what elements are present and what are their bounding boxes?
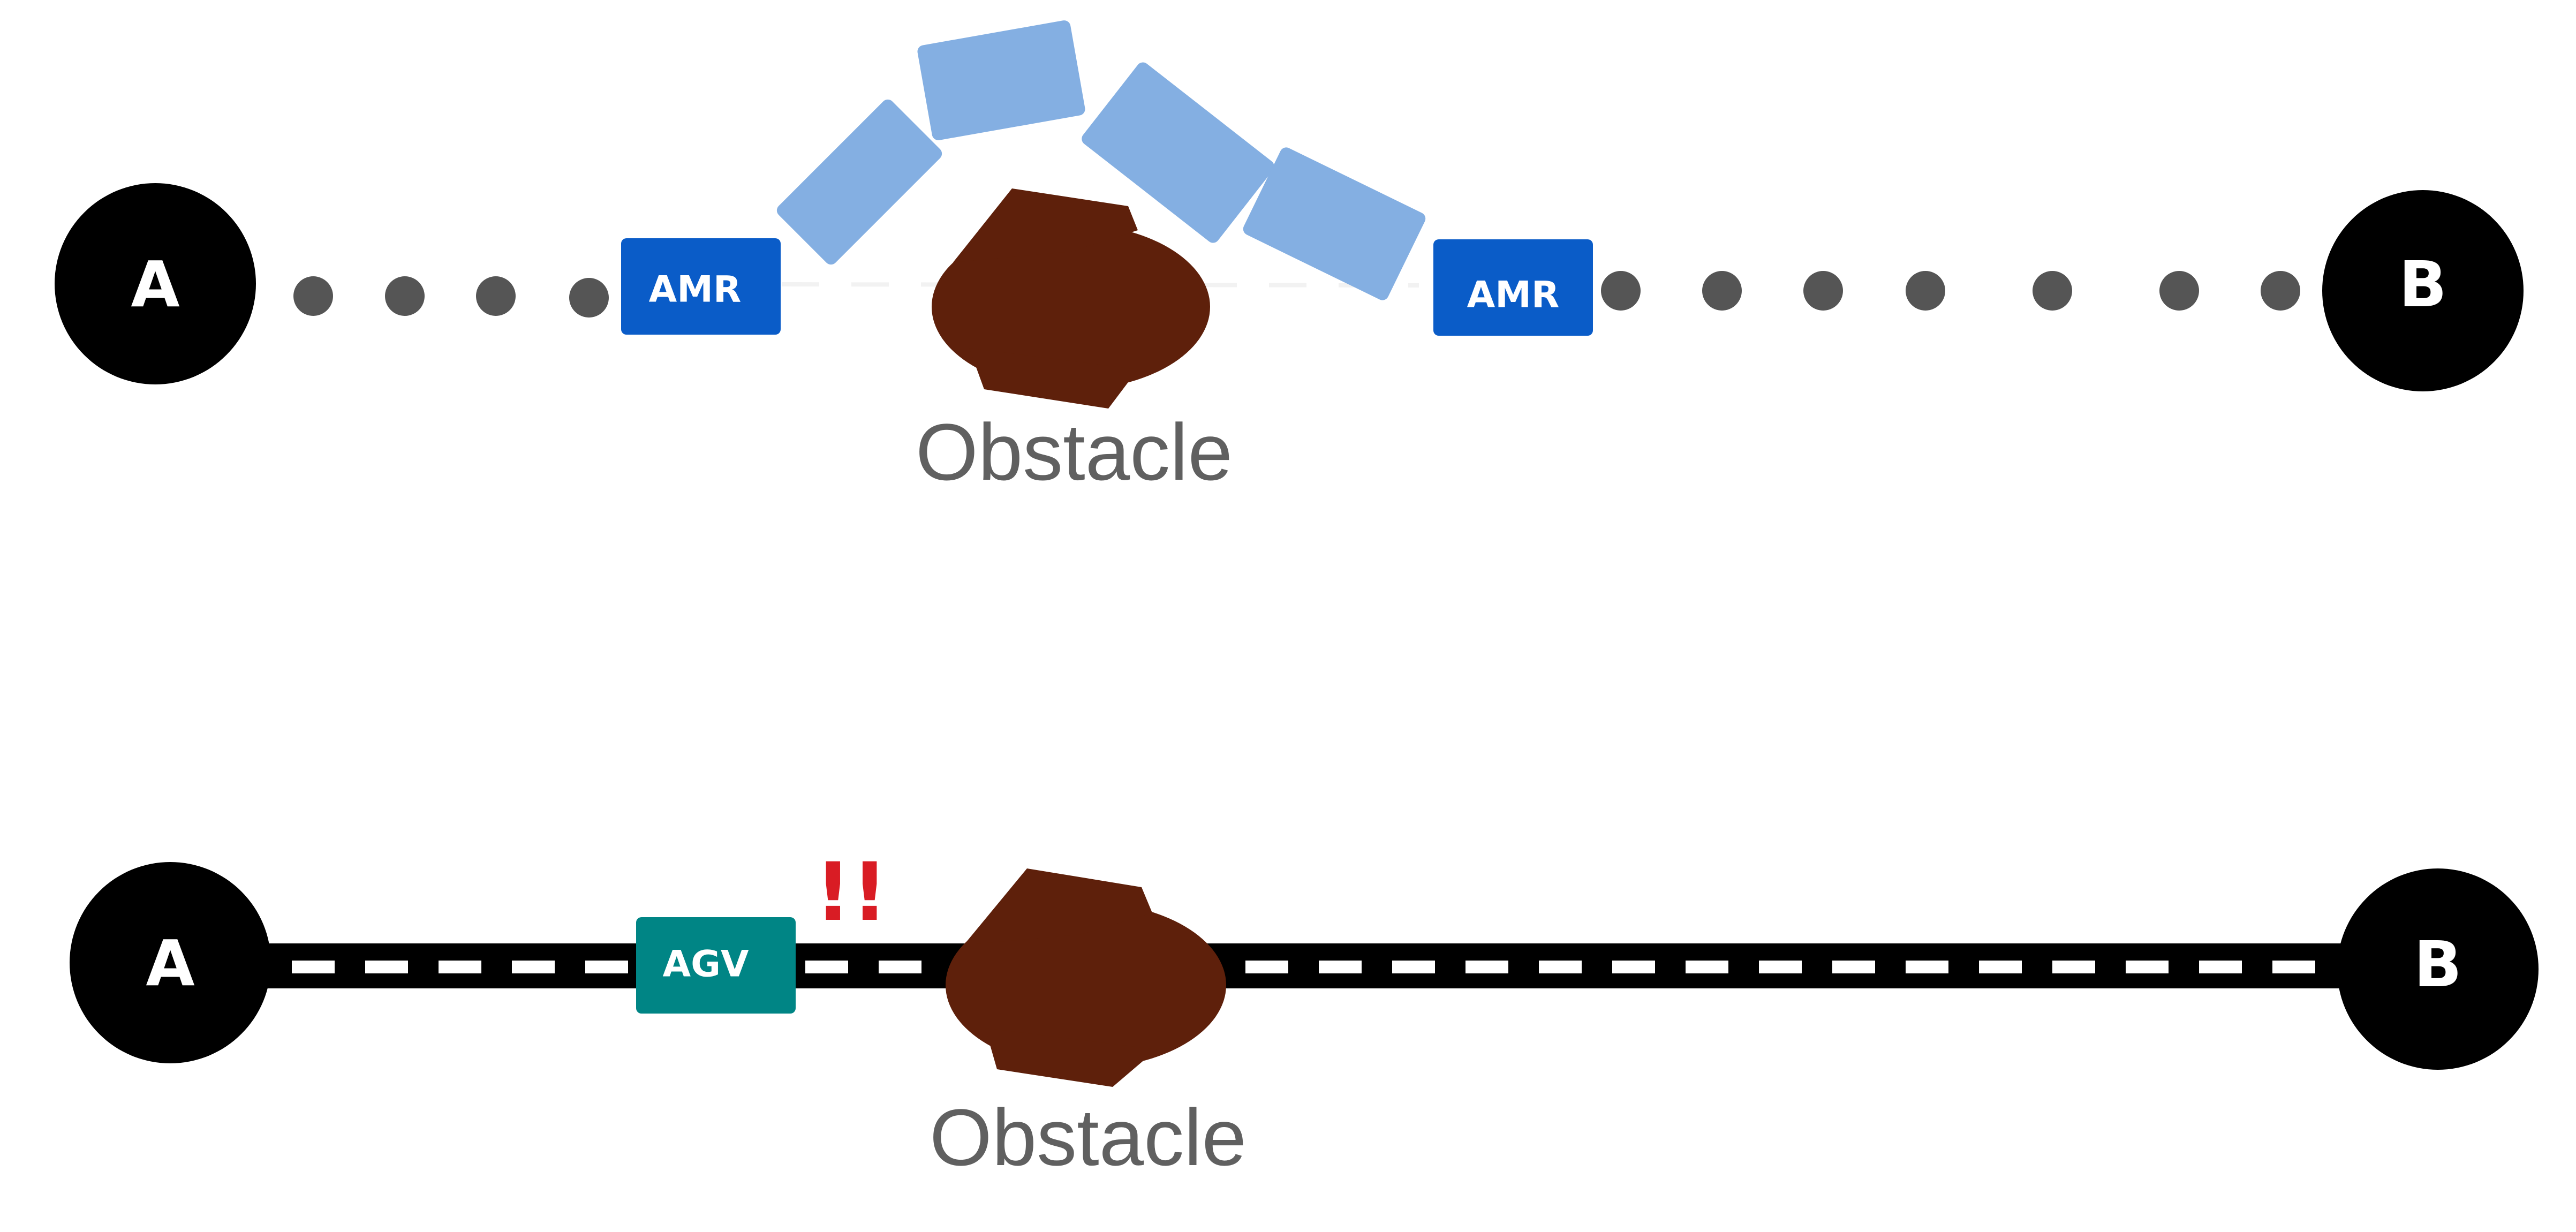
path-dot	[2261, 271, 2300, 311]
alert-mark: !!	[815, 846, 888, 939]
node-label: A	[146, 926, 194, 1000]
agv-label: AGV	[662, 943, 749, 986]
node-label: B	[2414, 927, 2462, 1001]
amr-vehicle-end: AMR	[1433, 239, 1593, 336]
node-label: A	[131, 247, 179, 321]
amr-nominal-path	[781, 282, 1419, 288]
path-dot	[1601, 271, 1641, 311]
path-dot	[293, 276, 333, 316]
agv-scenario: Obstacle AGV !! A B	[70, 846, 2539, 1182]
ghost-amr-block	[1243, 147, 1426, 300]
obstacle-shape	[932, 188, 1210, 409]
amr-dot-path	[293, 271, 2300, 318]
obstacle-label: Obstacle	[916, 407, 1233, 497]
path-dot	[385, 276, 425, 316]
amr-label: AMR	[1467, 274, 1560, 316]
amr-vehicle-start: AMR	[621, 238, 781, 335]
path-dot	[1803, 271, 1843, 311]
amr-scenario: Obstacle AMR AMR A B	[55, 20, 2524, 497]
ghost-amr-block	[917, 20, 1085, 140]
node-b: B	[2337, 868, 2539, 1070]
path-dot	[569, 278, 609, 318]
obstacle-label: Obstacle	[930, 1092, 1247, 1182]
path-dot	[2159, 271, 2199, 311]
ghost-amr-block	[776, 99, 942, 265]
node-a: A	[55, 183, 256, 384]
path-dot	[2033, 271, 2072, 311]
amr-label: AMR	[649, 269, 742, 311]
ghost-amr-block	[1082, 62, 1274, 243]
obstacle-shape	[946, 868, 1226, 1087]
amr-detour-ghosts	[776, 20, 1426, 300]
path-dot	[1702, 271, 1742, 311]
agv-track	[252, 943, 2361, 988]
node-a: A	[70, 862, 271, 1063]
node-b: B	[2322, 190, 2524, 391]
agv-vehicle: AGV	[636, 917, 796, 1014]
path-dot	[476, 276, 516, 316]
path-dot	[1906, 271, 1945, 311]
node-label: B	[2399, 247, 2447, 321]
